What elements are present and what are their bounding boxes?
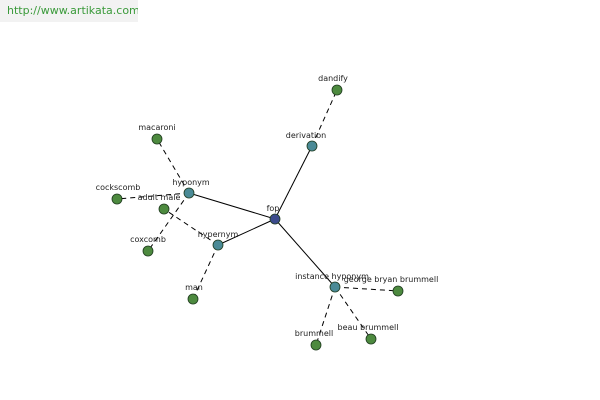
relation-node-hyponym[interactable] [183,187,195,199]
source-link[interactable]: http://www.artikata.com [0,0,138,22]
relation-label-instance-hyponym[interactable]: instance hyponym [295,272,369,281]
edge-instance-hyponym-beau-brummell [334,286,372,340]
leaf-label-man[interactable]: man [185,283,203,292]
leaf-node-adult-male[interactable] [158,203,170,215]
edge-hyponym-macaroni [156,138,190,194]
leaf-label-beau-brummell[interactable]: beau brummell [338,323,399,332]
edge-hyponym-cockscomb [116,192,190,200]
edge-fop-hypernym [217,218,276,246]
leaf-node-cockscomb[interactable] [111,193,123,205]
leaf-label-adult-male[interactable]: adult male [138,193,181,202]
leaf-label-brummell[interactable]: brummell [295,329,333,338]
leaf-node-beau-brummell[interactable] [365,333,377,345]
edge-instance-hyponym-brummell [315,286,336,346]
relation-label-derivation[interactable]: derivation [286,131,326,140]
leaf-node-brummell[interactable] [310,339,322,351]
leaf-node-macaroni[interactable] [151,133,163,145]
leaf-label-coxcomb[interactable]: coxcomb [130,235,166,244]
leaf-node-dandify[interactable] [331,84,343,96]
leaf-node-george-bryan-brummell[interactable] [392,285,404,297]
edge-hypernym-man [192,244,219,300]
edge-hyponym-coxcomb [147,192,190,252]
graph-labels: dandify macaroni cockscomb coxcomb adult mal… [96,74,439,338]
center-node-fop[interactable] [269,213,281,225]
graph-edges [116,89,399,346]
leaf-node-coxcomb[interactable] [142,245,154,257]
relation-node-instance-hyponym[interactable] [329,281,341,293]
edge-fop-derivation [274,145,313,220]
leaf-node-man[interactable] [187,293,199,305]
relation-node-hypernym[interactable] [212,239,224,251]
relation-label-hyponym[interactable]: hyponym [172,178,210,187]
edge-derivation-dandify [311,89,338,147]
relation-label-hypernym[interactable]: hypernym [198,230,239,239]
edge-fop-instance-hyponym [274,218,336,288]
edge-fop-hyponym [188,192,276,220]
leaf-label-dandify[interactable]: dandify [318,74,348,83]
edge-hypernym-adult-male [163,208,219,246]
center-label-fop[interactable]: fop [267,204,280,213]
leaf-label-cockscomb[interactable]: cockscomb [96,183,141,192]
graph-nodes [111,84,404,351]
edge-instance-hyponym-george-bryan-brummell [334,286,399,292]
leaf-label-macaroni[interactable]: macaroni [138,123,175,132]
leaf-label-george-bryan-brummell[interactable]: george bryan brummell [344,275,439,284]
relation-node-derivation[interactable] [306,140,318,152]
